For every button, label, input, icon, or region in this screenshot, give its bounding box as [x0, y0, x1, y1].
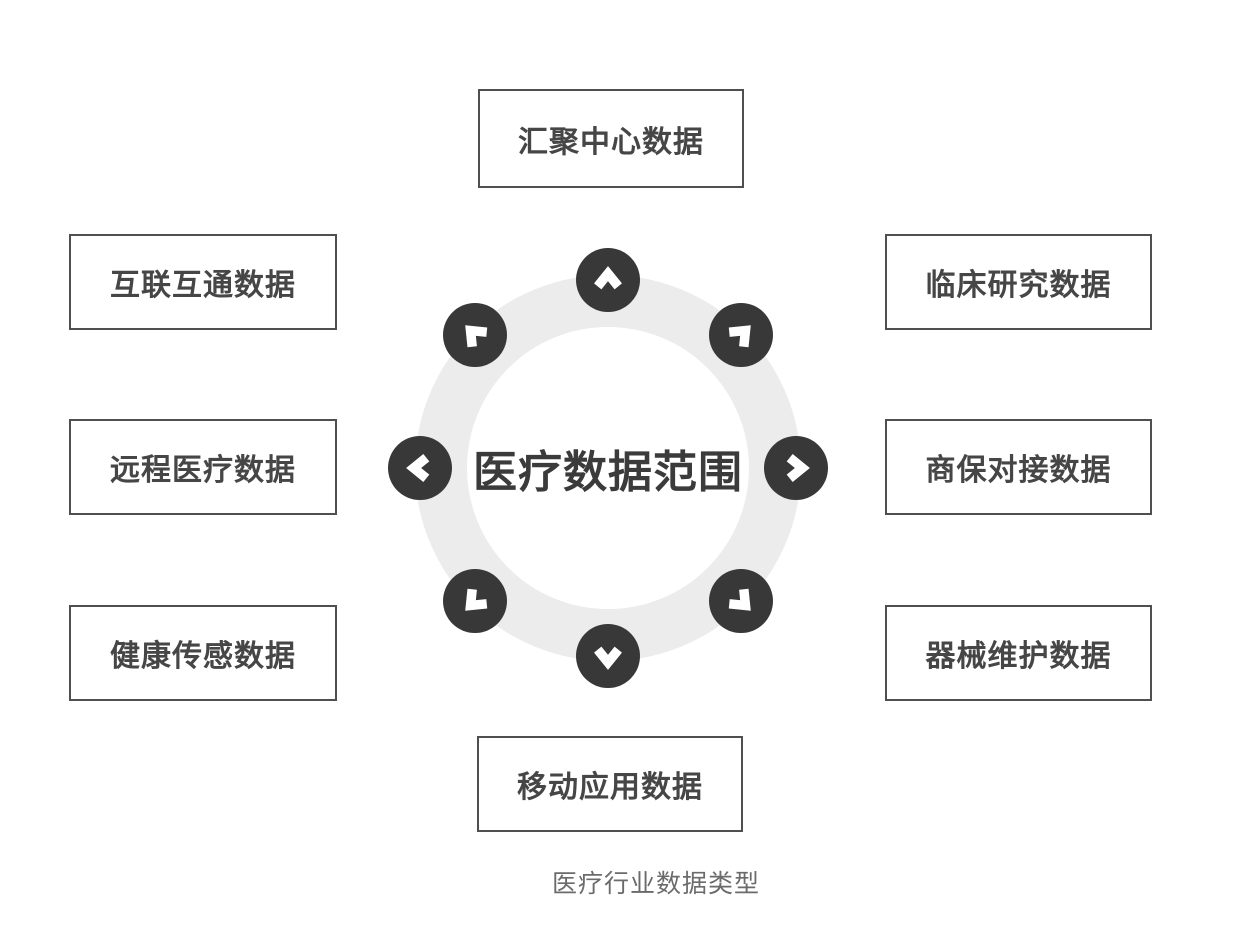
arrow-badge-west	[388, 436, 452, 500]
label-text: 汇聚中心数据	[518, 125, 704, 159]
label-text: 临床研究数据	[925, 269, 1112, 302]
chevron-up-icon	[589, 261, 627, 299]
label-box-device-maintenance-data: 器械维护数据	[885, 605, 1152, 701]
arrow-badge-northeast	[709, 303, 773, 367]
chevron-up-right-icon	[722, 316, 760, 354]
chevron-left-icon	[401, 449, 439, 487]
label-text: 器械维护数据	[925, 640, 1112, 673]
chevron-down-left-icon	[456, 582, 494, 620]
arrow-badge-southeast	[709, 569, 773, 633]
label-box-mobile-app-data: 移动应用数据	[477, 736, 743, 832]
center-title: 医疗数据范围	[473, 448, 743, 497]
label-box-commercial-insurance-data: 商保对接数据	[885, 419, 1152, 515]
label-text: 健康传感数据	[110, 640, 296, 673]
label-text: 远程医疗数据	[110, 454, 296, 487]
label-text: 移动应用数据	[517, 771, 703, 804]
arrow-badge-east	[764, 436, 828, 500]
label-box-aggregation-center-data: 汇聚中心数据	[478, 89, 744, 188]
diagram-caption: 医疗行业数据类型	[552, 870, 761, 898]
arrow-badge-northwest	[443, 303, 507, 367]
label-box-telemedicine-data: 远程医疗数据	[69, 419, 337, 515]
label-text: 互联互通数据	[110, 269, 296, 302]
label-box-interconnection-data: 互联互通数据	[69, 234, 337, 330]
label-box-health-sensor-data: 健康传感数据	[69, 605, 337, 701]
label-box-clinical-research-data: 临床研究数据	[885, 234, 1152, 330]
label-text: 商保对接数据	[925, 454, 1112, 487]
arrow-badge-north	[576, 248, 640, 312]
arrow-badge-south	[576, 624, 640, 688]
chevron-down-right-icon	[722, 582, 760, 620]
chevron-right-icon	[777, 449, 815, 487]
arrow-badge-southwest	[443, 569, 507, 633]
chevron-down-icon	[589, 637, 627, 675]
chevron-up-left-icon	[456, 316, 494, 354]
